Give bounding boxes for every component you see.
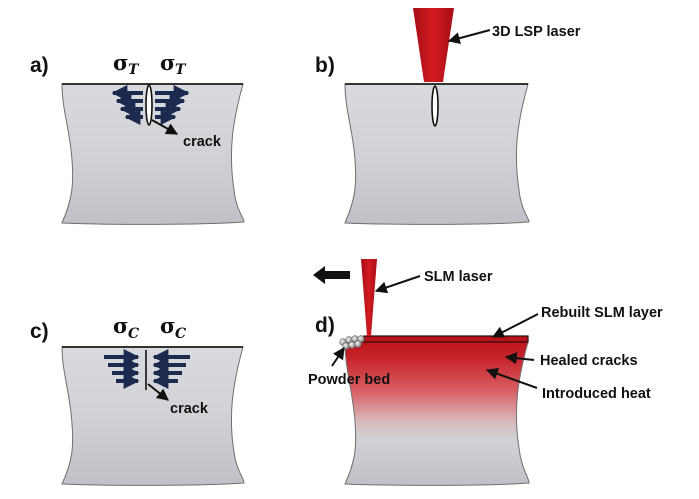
panel-c: c) σ C σ C crack bbox=[30, 313, 245, 486]
panel-d-rebuilt-label: Rebuilt SLM layer bbox=[541, 305, 663, 321]
panel-a-tensile-arrows-right bbox=[155, 85, 190, 125]
panel-b-laser-pointer bbox=[447, 29, 491, 44]
panel-c-sigma-left: σ C bbox=[113, 313, 139, 342]
panel-d-block bbox=[344, 341, 530, 486]
panel-d-powder-pointer bbox=[331, 347, 345, 367]
svg-text:σ: σ bbox=[113, 313, 128, 338]
svg-text:σ: σ bbox=[160, 313, 175, 338]
panel-b-lsp-laser-beam bbox=[413, 8, 454, 82]
panel-a-sigma-right: σ T bbox=[160, 50, 187, 78]
panel-d: d) SLM laser Rebuilt SLM layer Healed cr… bbox=[308, 259, 663, 486]
panel-a-crack bbox=[145, 84, 153, 126]
panel-d-scan-direction-arrow bbox=[313, 266, 350, 284]
panel-c-block bbox=[61, 346, 245, 486]
panel-c-crack-pointer bbox=[147, 383, 169, 401]
svg-text:C: C bbox=[128, 326, 139, 342]
panel-a-sigma-left: σ T bbox=[113, 50, 140, 78]
svg-text:σ: σ bbox=[113, 50, 128, 75]
panel-a-block bbox=[61, 83, 245, 225]
panel-b-block bbox=[344, 83, 530, 225]
panel-c-label: c) bbox=[30, 320, 49, 343]
panel-d-heat-pointer bbox=[485, 368, 538, 389]
panel-c-compressive-arrows-left bbox=[104, 349, 140, 389]
panel-a-label: a) bbox=[30, 54, 49, 77]
panel-d-healed-pointer bbox=[504, 352, 535, 365]
panel-a-crack-label: crack bbox=[183, 134, 222, 150]
panel-d-heat-label: Introduced heat bbox=[542, 386, 651, 402]
svg-text:T: T bbox=[128, 62, 140, 78]
panel-d-healed-label: Healed cracks bbox=[540, 353, 638, 369]
panel-b-crack bbox=[431, 85, 439, 127]
panel-c-sigma-right: σ C bbox=[160, 313, 186, 342]
svg-text:C: C bbox=[175, 326, 186, 342]
panel-b-label: b) bbox=[315, 54, 335, 77]
panel-d-rebuilt-slm-layer bbox=[363, 335, 529, 343]
panel-a-tensile-arrows-left bbox=[111, 85, 143, 125]
panel-d-label: d) bbox=[315, 314, 335, 337]
panel-b-laser-label: 3D LSP laser bbox=[492, 24, 581, 40]
panel-c-crack-label: crack bbox=[170, 401, 209, 417]
svg-text:T: T bbox=[175, 62, 187, 78]
panel-a-crack-pointer bbox=[151, 119, 179, 135]
panel-d-rebuilt-pointer bbox=[491, 313, 539, 338]
panel-d-laser-pointer bbox=[374, 275, 421, 294]
panel-c-compressive-arrows-right bbox=[152, 349, 190, 389]
panel-b: b) 3D LSP laser bbox=[315, 8, 581, 225]
svg-text:σ: σ bbox=[160, 50, 175, 75]
panel-d-laser-label: SLM laser bbox=[424, 269, 493, 285]
panel-a: a) σ T σ T crack bbox=[30, 50, 245, 225]
panel-d-powder-label: Powder bed bbox=[308, 372, 390, 388]
panel-d-slm-laser-beam bbox=[361, 259, 377, 336]
